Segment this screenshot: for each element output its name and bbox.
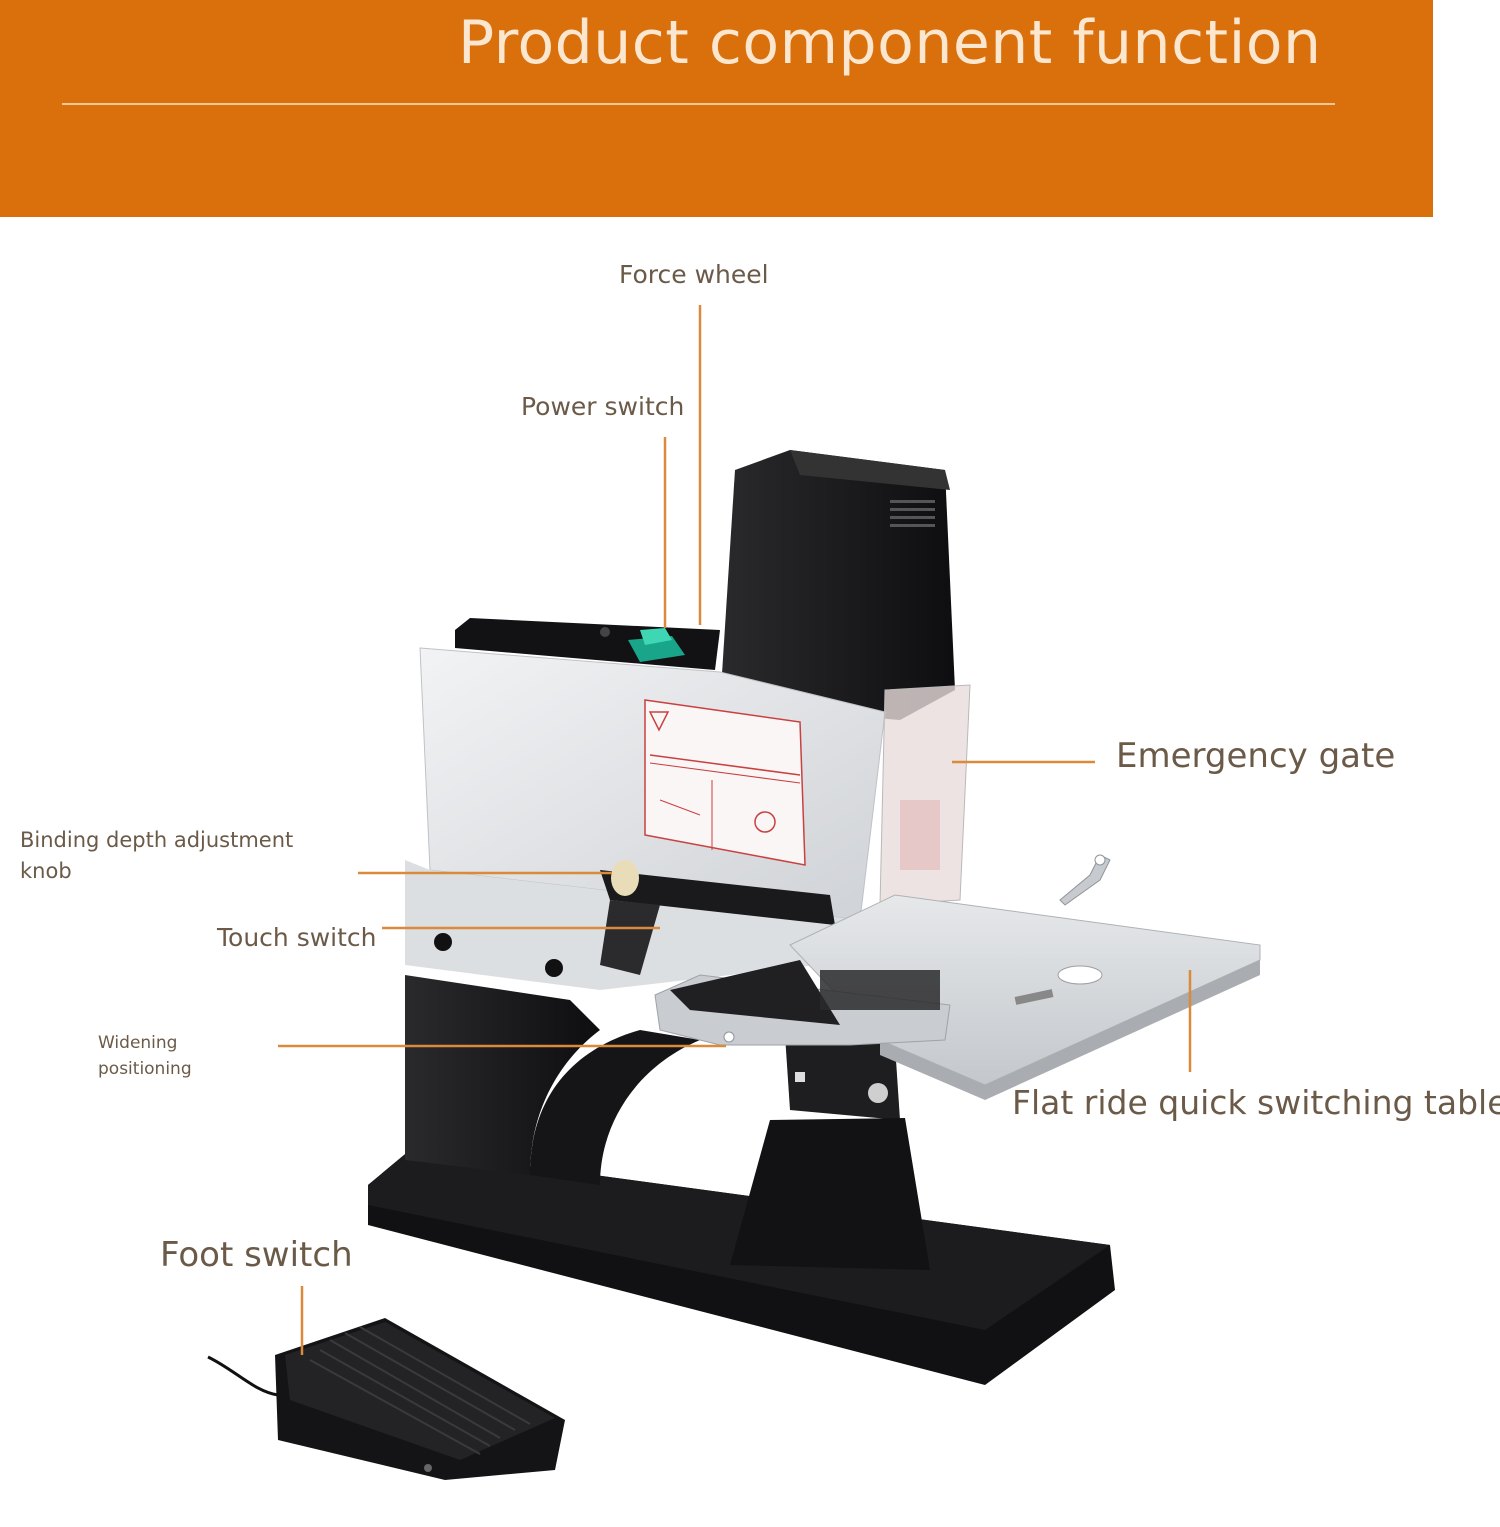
label-widening-line2: positioning [98,1059,192,1079]
label-emergency-gate: Emergency gate [1116,736,1396,776]
staple-channel [434,860,835,977]
label-binding-depth-line1: Binding depth adjustment [20,828,294,852]
caution-sticker [644,699,806,866]
label-binding-depth-line2: knob [20,859,72,883]
label-widening-line1: Widening [98,1033,178,1053]
header-banner: Product component function [0,0,1433,217]
label-foot-switch: Foot switch [160,1235,353,1275]
foot-switch-pedal [207,1318,565,1480]
label-flat-ride-table: Flat ride quick switching table [1012,1083,1500,1122]
emergency-gate-icon [879,684,971,906]
base-plate [368,1150,1115,1385]
table-column [730,1035,930,1270]
label-touch-switch: Touch switch [217,923,377,952]
title-divider [62,103,1335,105]
page-title: Product component function [458,8,1322,78]
lower-arch [405,975,700,1185]
label-binding-depth: Binding depth adjustment knob [20,825,293,887]
label-widening-positioning: Widening positioning [98,1030,192,1082]
power-switch-icon [628,628,685,662]
leader-lines [278,305,1192,1355]
label-force-wheel: Force wheel [619,260,769,289]
widening-tray [654,960,951,1046]
label-power-switch: Power switch [521,392,685,421]
